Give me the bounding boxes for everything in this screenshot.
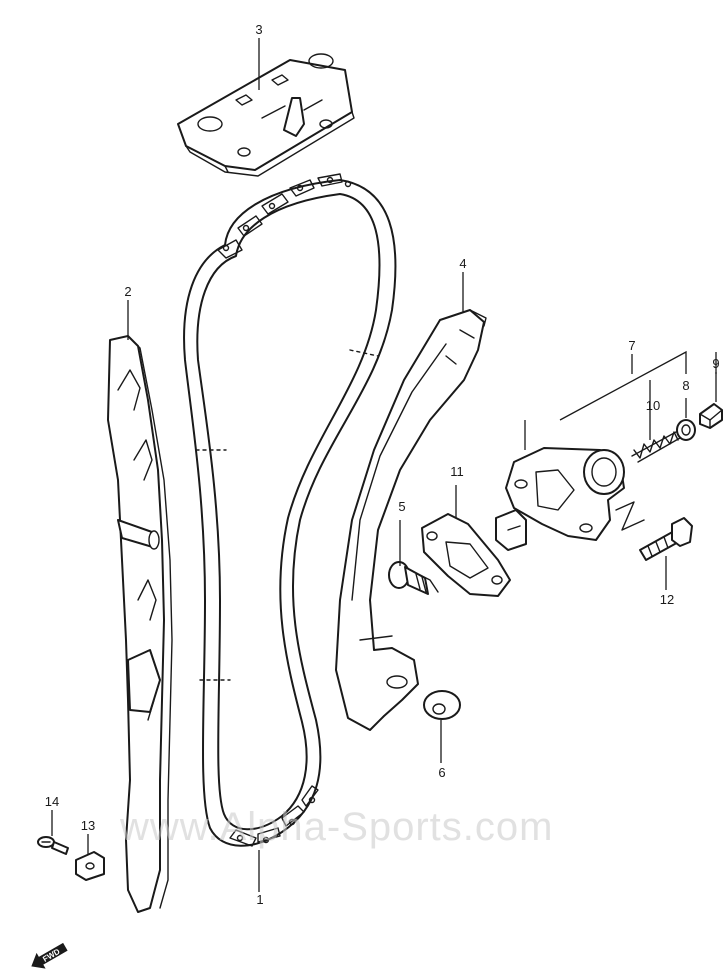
callout-4: 4 xyxy=(459,256,466,271)
callout-13: 13 xyxy=(81,818,95,833)
callout-8: 8 xyxy=(682,378,689,393)
chain-guide-front xyxy=(107,335,173,913)
guide-plate xyxy=(75,851,105,881)
callout-10: 10 xyxy=(646,398,660,413)
callout-11: 11 xyxy=(450,464,464,479)
gasket xyxy=(421,513,511,597)
callout-9: 9 xyxy=(712,356,719,371)
callout-12: 12 xyxy=(660,592,674,607)
cap-bolt xyxy=(699,403,723,429)
callout-labels: 3 2 4 7 9 8 10 11 5 12 6 14 13 1 xyxy=(45,22,720,907)
cam-chain xyxy=(183,173,397,847)
callout-7: 7 xyxy=(628,338,635,353)
callout-2: 2 xyxy=(124,284,131,299)
tensioner-adjuster xyxy=(495,447,645,551)
pivot-bolt xyxy=(388,561,439,595)
callout-14: 14 xyxy=(45,794,59,809)
sealing-washer xyxy=(676,419,696,441)
screw xyxy=(37,836,69,855)
spring xyxy=(631,431,681,463)
tensioner-blade xyxy=(335,309,487,731)
leader-lines xyxy=(51,38,717,892)
watermark-text: www.Alpha-Sports.com xyxy=(119,805,553,849)
chain-guide-top xyxy=(177,53,355,177)
callout-3: 3 xyxy=(255,22,262,37)
callout-5: 5 xyxy=(398,499,405,514)
callout-6: 6 xyxy=(438,765,445,780)
forward-arrow-icon: FWD xyxy=(31,942,68,969)
washer xyxy=(423,690,461,720)
tensioner-bolt xyxy=(639,517,693,561)
callout-1: 1 xyxy=(256,892,263,907)
